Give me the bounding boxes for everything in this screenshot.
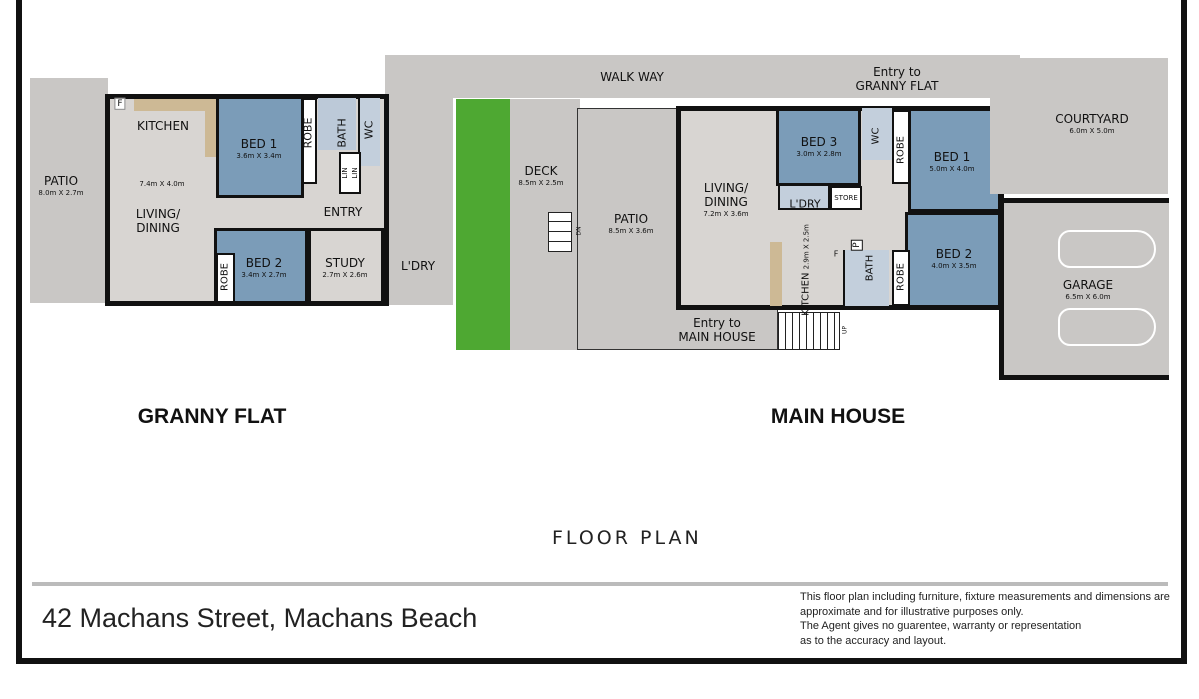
granny-robe2-label: ROBE <box>219 263 231 291</box>
main-stairs-label: UP <box>841 325 849 335</box>
car-icon <box>1058 230 1156 268</box>
granny-entry-label: ENTRY <box>323 205 363 220</box>
divider <box>32 582 1168 586</box>
granny-study <box>308 228 384 304</box>
main-robe2-label: ROBE <box>895 263 907 291</box>
walkway-label: WALK WAY <box>600 70 664 85</box>
main-wc-label: WC <box>870 127 882 145</box>
main-laundry-label: L'DRY <box>789 197 821 211</box>
main-laundry <box>778 186 830 210</box>
main-bed3 <box>776 108 861 186</box>
main-bath <box>843 250 889 306</box>
main-store <box>830 186 862 210</box>
deck-stairs <box>548 212 572 252</box>
granny-laundry-label: L'DRY <box>400 259 436 274</box>
granny-living-label: LIVING/ DINING <box>135 207 181 235</box>
main-house-title: MAIN HOUSE <box>770 405 906 428</box>
main-wc <box>862 108 892 160</box>
main-kitchen-label: KITCHEN 2.9m X 2.5m <box>800 224 812 316</box>
main-robe1-label: ROBE <box>895 136 907 164</box>
granny-living-size: 7.4m X 4.0m <box>139 179 185 188</box>
main-fridge-label: F <box>833 249 839 259</box>
main-bath-label: BATH <box>864 254 876 282</box>
granny-robe1-label: ROBE <box>301 117 315 149</box>
granny-entry-pointer-label: Entry to GRANNY FLAT <box>855 65 939 93</box>
granny-kitchen-bench <box>134 99 218 111</box>
plan-title: FLOOR PLAN <box>552 527 702 549</box>
garage <box>999 198 1169 380</box>
granny-wc-label: WC <box>362 120 376 140</box>
granny-patio <box>30 78 108 303</box>
deck-stairs-label: DN <box>575 226 583 236</box>
address: 42 Machans Street, Machans Beach <box>42 603 478 633</box>
granny-lin1-label: LIN <box>340 167 349 179</box>
main-entry-stairs <box>778 312 840 350</box>
granny-wc <box>358 98 380 166</box>
granny-robe2 <box>216 253 235 303</box>
granny-fridge-label: F <box>114 97 126 111</box>
main-pantry-label: P <box>850 239 864 251</box>
granny-kitchen-bench-side <box>205 99 218 157</box>
disclaimer: This floor plan including furniture, fix… <box>800 591 1170 647</box>
courtyard <box>990 58 1168 194</box>
granny-flat-title: GRANNY FLAT <box>137 405 287 428</box>
car-icon <box>1058 308 1156 346</box>
page-frame <box>16 0 1187 664</box>
main-store-label: STORE <box>834 193 858 202</box>
walkway <box>385 55 1020 98</box>
granny-lin2-label: LIN <box>350 167 359 179</box>
lawn <box>456 99 510 350</box>
granny-bath <box>318 98 356 150</box>
granny-linen <box>339 152 361 194</box>
granny-kitchen-label: KITCHEN <box>137 119 189 134</box>
granny-bath-label: BATH <box>335 118 349 148</box>
granny-robe1 <box>302 98 317 184</box>
main-kitchen-bench <box>770 242 782 306</box>
main-entry-label: Entry to MAIN HOUSE <box>678 316 756 344</box>
main-robe2 <box>892 250 910 306</box>
